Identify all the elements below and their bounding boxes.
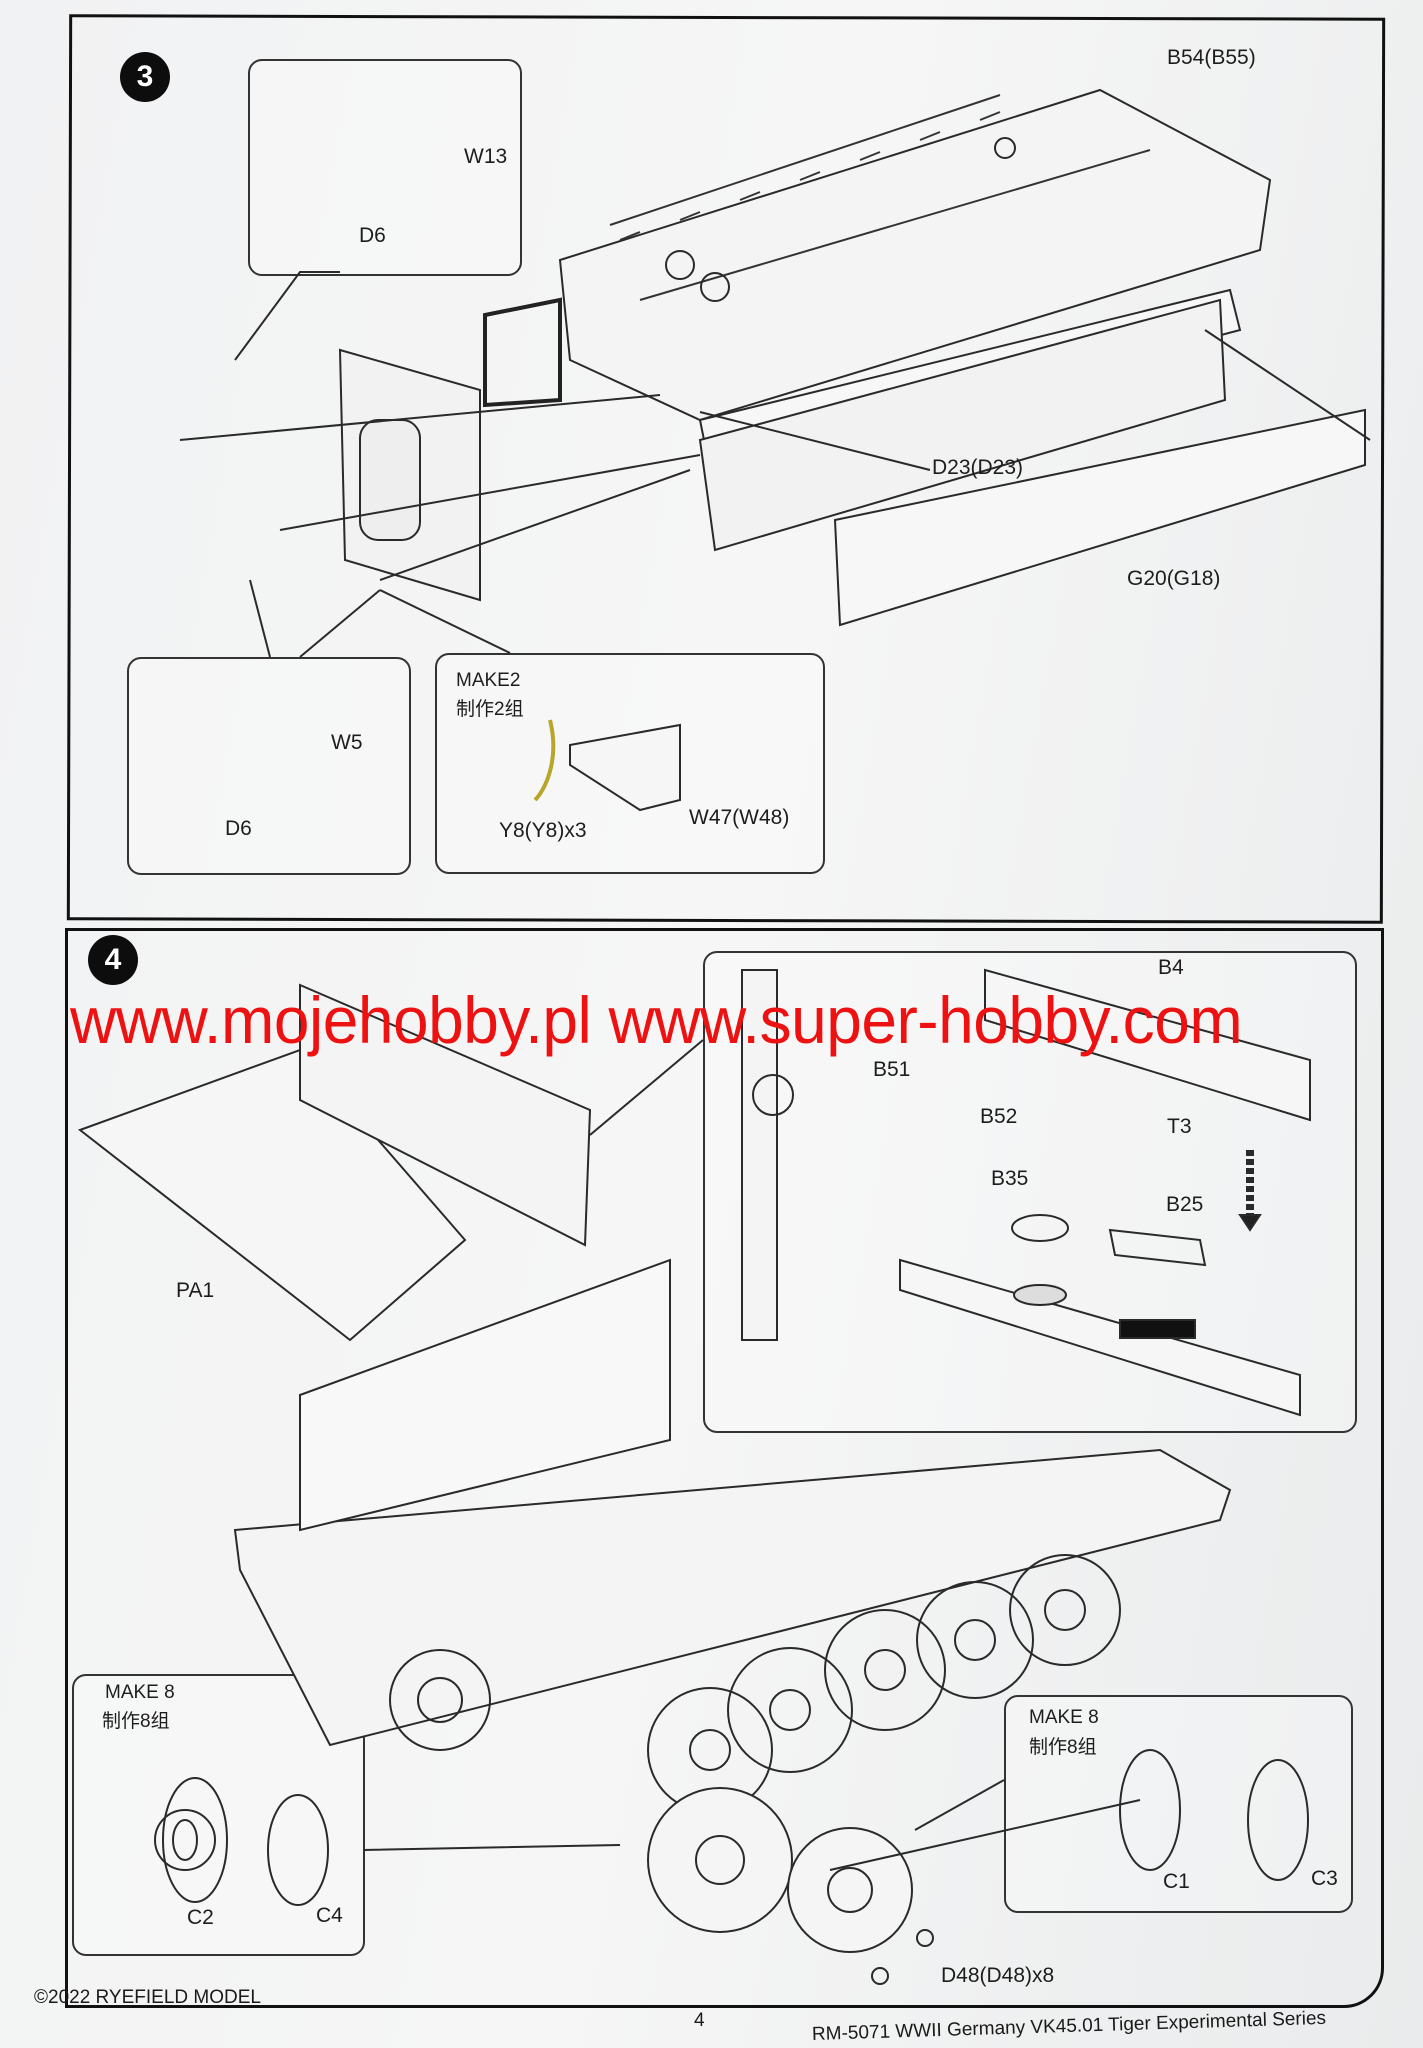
callout-pointer — [234, 271, 511, 658]
arrows — [179, 329, 1371, 581]
side-panel-g20 — [833, 408, 1366, 627]
part-label-w47: W47(W48) — [689, 806, 790, 829]
part-label-t3: T3 — [1167, 1115, 1192, 1138]
copyright: ©2022 RYEFIELD MODEL — [34, 1987, 261, 2008]
hatch — [665, 250, 695, 280]
part-label-c3: C3 — [1311, 1867, 1338, 1890]
part-label-b25: B25 — [1166, 1193, 1204, 1216]
hull-part — [558, 88, 1272, 422]
part-label-b51: B51 — [873, 1058, 911, 1081]
part-label-d6: D6 — [359, 224, 386, 247]
part-label-d6: D6 — [225, 817, 252, 840]
top-right-parts — [741, 968, 1311, 1417]
part-label-c1: C1 — [1163, 1870, 1190, 1893]
part-label-y8: Y8(Y8)x3 — [499, 819, 587, 842]
page-number: 4 — [694, 2010, 705, 2031]
part-label-g20: G20(G18) — [1127, 567, 1221, 590]
callout-top — [248, 59, 522, 276]
part-label-pa1: PA1 — [176, 1279, 215, 1302]
part-label-d48: D48(D48)x8 — [941, 1964, 1055, 1987]
callout-pointers-4 — [362, 1039, 1141, 1871]
part-label-w13: W13 — [464, 145, 508, 168]
make-count-label: MAKE2 — [456, 670, 521, 691]
part-label-c2: C2 — [187, 1906, 214, 1929]
step-4-frame — [65, 928, 1384, 2008]
watermark: www.mojehobby.pl www.super-hobby.com — [70, 983, 1243, 1057]
panel-dark — [483, 297, 562, 408]
callout-make8-right — [1004, 1695, 1353, 1913]
part-label-b54: B54(B55) — [1167, 46, 1256, 69]
upper-side-plate — [299, 983, 592, 1247]
lower-hull — [233, 1448, 1232, 1747]
part-label-b35: B35 — [991, 1167, 1029, 1190]
suspension-arms — [609, 94, 1151, 301]
part-label-w5: W5 — [331, 731, 363, 754]
make-count-label-cn: 制作8组 — [1029, 1737, 1097, 1758]
part-label-d23: D23(D23) — [932, 456, 1024, 479]
callout-make8-left — [72, 1674, 365, 1956]
step-4-badge: 4 — [88, 935, 138, 985]
part-label-c4: C4 — [316, 1904, 343, 1927]
side-panel-d23 — [698, 298, 1227, 552]
callout-bottom-left — [127, 657, 411, 875]
make-count-label-cn: 制作8组 — [102, 1711, 170, 1732]
hull-plate-pa1 — [77, 1048, 467, 1342]
part-label-b52: B52 — [980, 1105, 1018, 1128]
make-count-label-cn: 制作2组 — [456, 699, 524, 720]
make-count-label: MAKE 8 — [1029, 1707, 1099, 1728]
part-label-b4: B4 — [1158, 956, 1184, 979]
make-count-label: MAKE 8 — [105, 1682, 175, 1703]
step-3-badge: 3 — [120, 52, 170, 102]
